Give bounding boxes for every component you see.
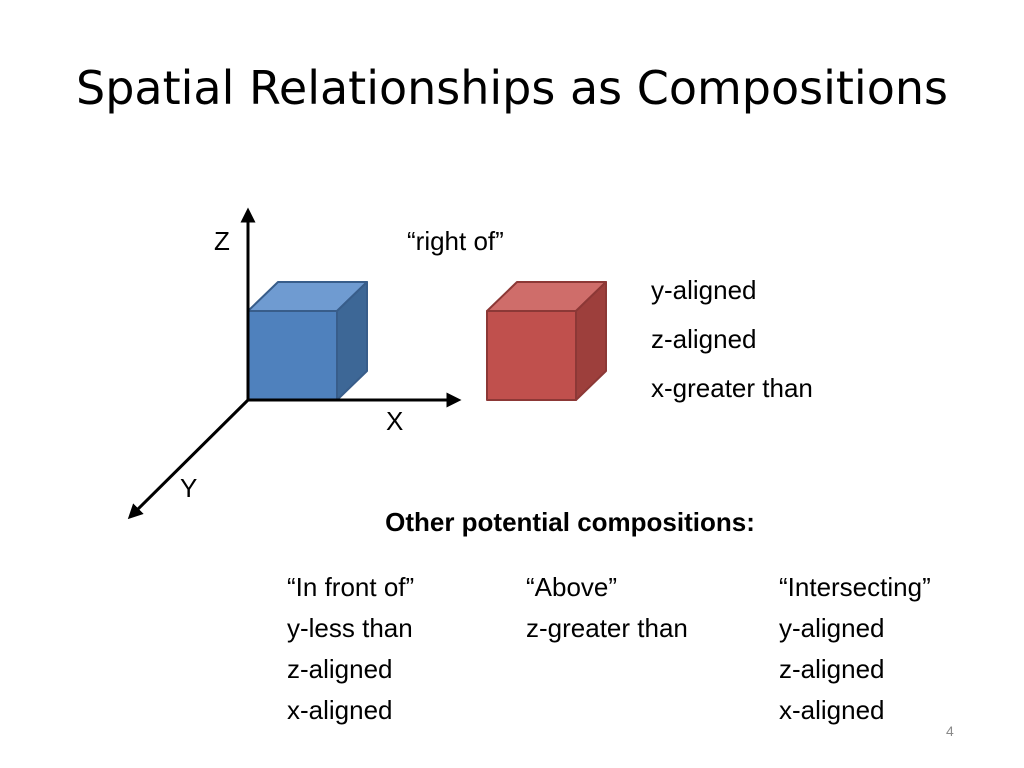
- composition-title: “Intersecting”: [779, 572, 931, 602]
- z-axis-label: Z: [214, 226, 230, 256]
- y-axis-label: Y: [180, 473, 198, 503]
- composition-line: z-aligned: [287, 654, 393, 684]
- relation-property: y-aligned: [651, 275, 757, 305]
- composition-in-front-of: “In front of” y-less than z-aligned x-al…: [287, 567, 414, 731]
- composition-intersecting: “Intersecting” y-aligned z-aligned x-ali…: [779, 567, 931, 731]
- slide-title: Spatial Relationships as Compositions: [76, 61, 948, 115]
- composition-title: “Above”: [526, 572, 618, 602]
- relation-properties: y-aligned z-aligned x-greater than: [651, 266, 911, 413]
- composition-line: y-aligned: [779, 613, 885, 643]
- page-number: 4: [946, 723, 954, 739]
- composition-title: “In front of”: [287, 572, 415, 602]
- composition-line: y-less than: [287, 613, 413, 643]
- relation-property: x-greater than: [651, 373, 813, 403]
- relation-property: z-aligned: [651, 324, 757, 354]
- composition-line: x-aligned: [287, 695, 393, 725]
- red-cube-front: [486, 310, 577, 401]
- y-axis: [127, 398, 250, 520]
- blue-cube: [247, 281, 368, 401]
- red-cube: [486, 281, 607, 401]
- composition-line: z-aligned: [779, 654, 885, 684]
- other-compositions-heading: Other potential compositions:: [385, 507, 755, 537]
- x-axis-label: X: [386, 406, 404, 436]
- relation-label: “right of”: [407, 226, 504, 256]
- composition-above: “Above” z-greater than: [526, 567, 688, 649]
- composition-line: x-aligned: [779, 695, 885, 725]
- blue-cube-front: [247, 310, 338, 401]
- composition-line: z-greater than: [526, 613, 688, 643]
